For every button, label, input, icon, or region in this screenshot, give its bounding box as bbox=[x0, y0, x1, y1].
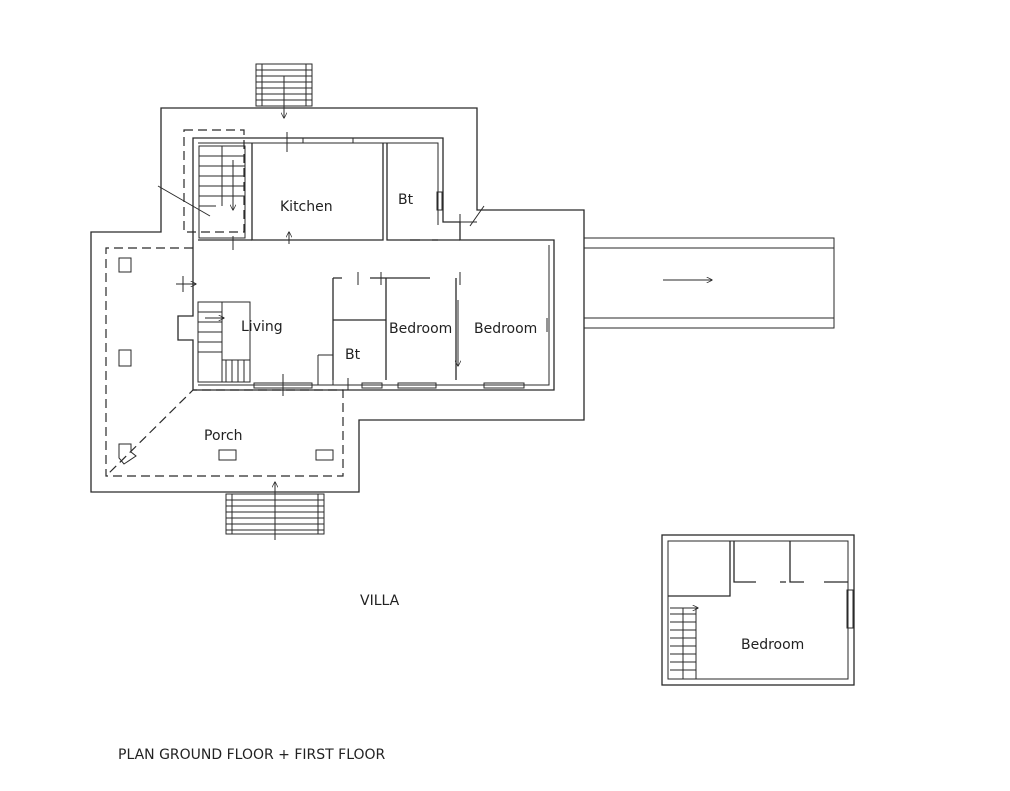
plan-caption: PLAN GROUND FLOOR + FIRST FLOOR bbox=[118, 747, 386, 763]
bathroom-lower-label: Bt bbox=[345, 347, 361, 363]
terrace-outline bbox=[90, 107, 585, 493]
kitchen-walls bbox=[251, 143, 384, 241]
bedroom-2-label: Bedroom bbox=[474, 321, 537, 337]
staircase-living bbox=[197, 301, 251, 383]
stair-dashed-outline bbox=[183, 129, 245, 233]
stair-north bbox=[255, 63, 313, 118]
walkway-east bbox=[583, 237, 835, 329]
bedroom-1-label: Bedroom bbox=[389, 321, 452, 337]
bathroom-upper-label: Bt bbox=[398, 192, 414, 208]
ground-floor-plan bbox=[90, 63, 835, 540]
kitchen-label: Kitchen bbox=[280, 199, 333, 215]
staircase-upper bbox=[198, 145, 246, 239]
porch-label: Porch bbox=[204, 428, 243, 444]
bathroom-upper-walls bbox=[386, 143, 438, 241]
stair-south bbox=[225, 482, 325, 540]
porch-pillars bbox=[118, 257, 334, 465]
villa-caption: VILLA bbox=[360, 593, 400, 609]
first-floor-plan bbox=[661, 534, 855, 686]
bedroom-partitions bbox=[332, 277, 457, 380]
first-floor-bedroom-label: Bedroom bbox=[741, 637, 804, 653]
living-label: Living bbox=[241, 319, 283, 335]
